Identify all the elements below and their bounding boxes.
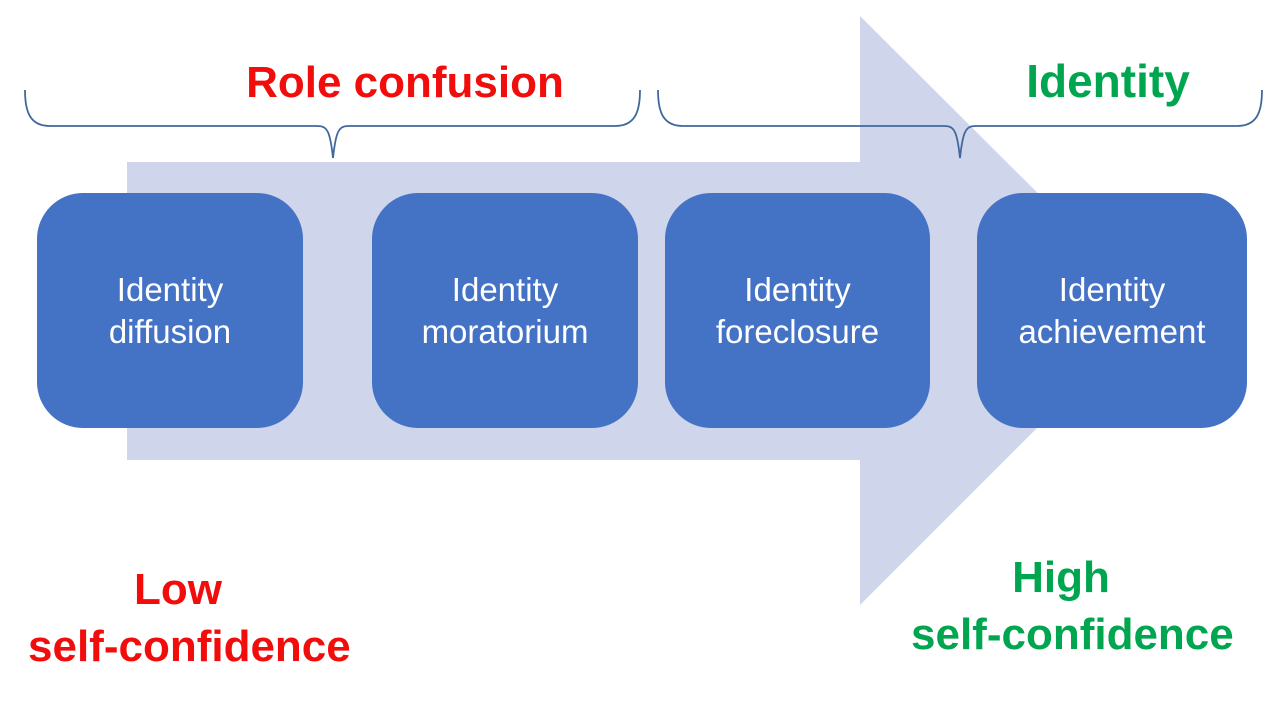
label-identity: Identity [1026,55,1190,107]
label-low-line1: Low [134,565,222,614]
stage-box-identity-foreclosure: Identity foreclosure [665,193,930,428]
stage-label-identity-moratorium: Identity moratorium [421,270,589,350]
stage-box-identity-diffusion: Identity diffusion [37,193,303,428]
label-high-line2: self-confidence [911,610,1234,659]
stage-label-identity-foreclosure: Identity foreclosure [715,270,880,350]
label-role-confusion: Role confusion [246,58,564,107]
label-low-line2: self-confidence [28,622,351,671]
label-high-self-confidence: High self-confidence [911,549,1234,663]
label-high-line1: High [1012,553,1110,602]
stage-box-identity-achievement: Identity achievement [977,193,1247,428]
stage-label-identity-achievement: Identity achievement [1018,270,1206,350]
stage-box-identity-moratorium: Identity moratorium [372,193,638,428]
label-low-self-confidence: Low self-confidence [28,561,351,675]
stage-label-identity-diffusion: Identity diffusion [108,270,232,350]
